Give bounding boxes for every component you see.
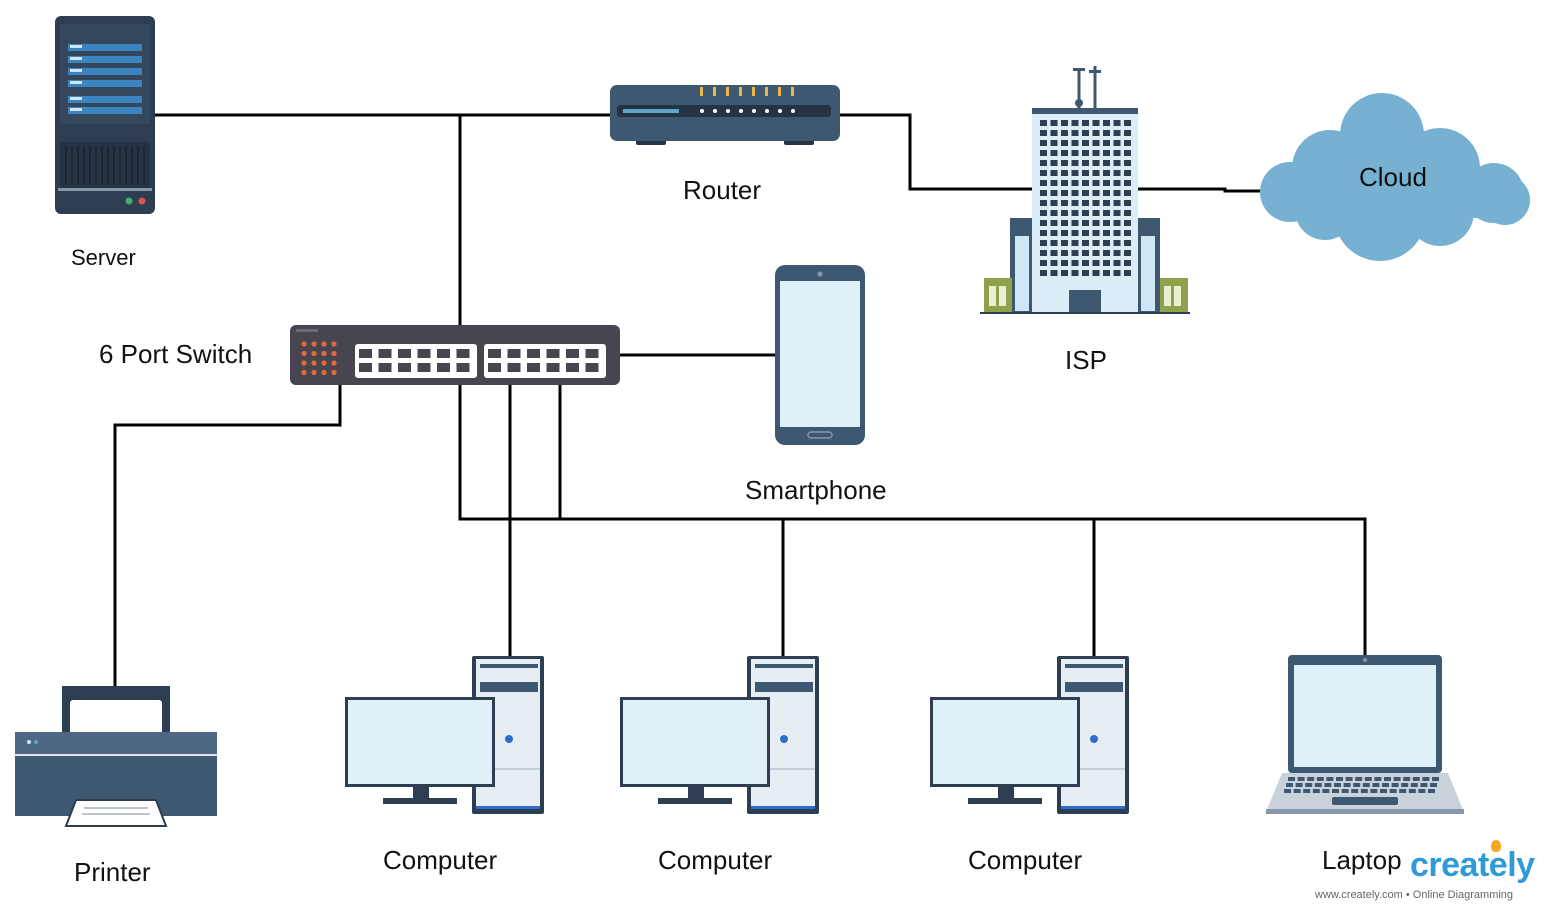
smartphone-label: Smartphone <box>745 475 887 505</box>
computer-label: Computer <box>968 845 1083 875</box>
cloud-label: Cloud <box>1359 162 1427 192</box>
connection-lines <box>113 113 1367 686</box>
computer-label: Computer <box>658 845 773 875</box>
computer-label: Computer <box>383 845 498 875</box>
computer-icon[interactable] <box>620 656 819 814</box>
server-label: Server <box>71 245 136 270</box>
link-router-isp <box>838 113 1032 191</box>
laptop-icon[interactable] <box>1266 655 1464 814</box>
creately-logo: creately <box>1410 846 1535 884</box>
computer-icon[interactable] <box>930 656 1129 814</box>
laptop-label: Laptop <box>1322 845 1402 875</box>
link-switch-bus <box>458 383 1367 656</box>
server-icon[interactable] <box>55 16 155 214</box>
smartphone-icon[interactable] <box>775 265 865 445</box>
switch-label: 6 Port Switch <box>99 339 253 369</box>
switch-icon[interactable] <box>290 325 620 385</box>
router-icon[interactable] <box>610 85 840 145</box>
link-switch-printer <box>113 383 342 686</box>
printer-label: Printer <box>74 857 151 887</box>
isp-building-icon[interactable] <box>980 66 1190 314</box>
printer-icon[interactable] <box>15 686 217 827</box>
isp-label: ISP <box>1065 345 1107 375</box>
link-isp-cloud <box>1138 187 1262 193</box>
creately-tagline: www.creately.com • Online Diagramming <box>1315 889 1514 901</box>
computer-icon[interactable] <box>345 656 544 814</box>
router-label: Router <box>683 175 762 205</box>
bulb-icon <box>1491 840 1501 852</box>
cloud-icon[interactable] <box>1260 93 1530 261</box>
